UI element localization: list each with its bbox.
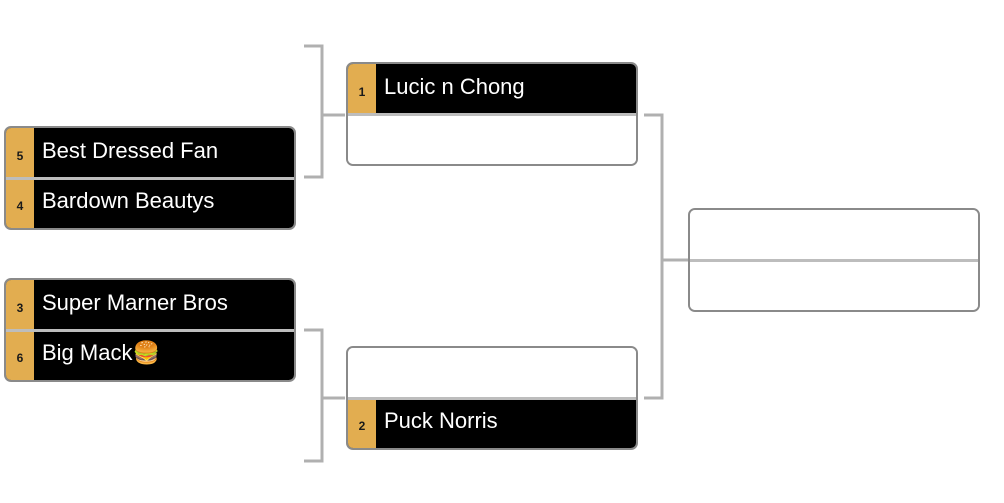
final-match — [688, 208, 980, 312]
slot-divider — [690, 258, 978, 262]
team-name: Bardown Beautys — [42, 188, 215, 213]
seed-badge: 4 — [6, 178, 34, 228]
empty-team-slot[interactable] — [690, 260, 978, 310]
team-name: Best Dressed Fan — [42, 138, 219, 163]
team-name: Puck Norris — [384, 408, 498, 433]
seed-badge: 5 — [6, 128, 34, 178]
round2-match-2: 2 Puck Norris — [346, 346, 638, 450]
team-slot[interactable]: 1 Lucic n Chong — [348, 64, 636, 114]
team-slot[interactable]: 4 Bardown Beautys — [6, 178, 294, 228]
slot-divider — [348, 112, 636, 116]
seed-badge: 3 — [6, 280, 34, 330]
team-slot[interactable]: 6 Big Mack🍔 — [6, 330, 294, 380]
round2-match-1: 1 Lucic n Chong — [346, 62, 638, 166]
connector-r2-to-final — [644, 113, 688, 400]
seed-badge: 2 — [348, 398, 376, 448]
team-name: Super Marner Bros — [42, 290, 228, 315]
team-name: Lucic n Chong — [384, 74, 525, 99]
empty-team-slot[interactable] — [690, 210, 978, 260]
team-name: Big Mack🍔 — [42, 340, 160, 365]
connector-r1b-to-r2b — [304, 328, 345, 463]
slot-divider — [6, 328, 294, 332]
empty-team-slot[interactable] — [348, 114, 636, 164]
team-slot[interactable]: 2 Puck Norris — [348, 398, 636, 448]
empty-team-slot[interactable] — [348, 348, 636, 398]
team-slot[interactable]: 3 Super Marner Bros — [6, 280, 294, 330]
seed-badge: 6 — [6, 330, 34, 380]
round1-match-1: 5 Best Dressed Fan 4 Bardown Beautys — [4, 126, 296, 230]
slot-divider — [6, 176, 294, 180]
connector-r1a-to-r2a — [304, 44, 345, 179]
slot-divider — [348, 396, 636, 400]
team-slot[interactable]: 5 Best Dressed Fan — [6, 128, 294, 178]
seed-badge: 1 — [348, 64, 376, 114]
round1-match-2: 3 Super Marner Bros 6 Big Mack🍔 — [4, 278, 296, 382]
